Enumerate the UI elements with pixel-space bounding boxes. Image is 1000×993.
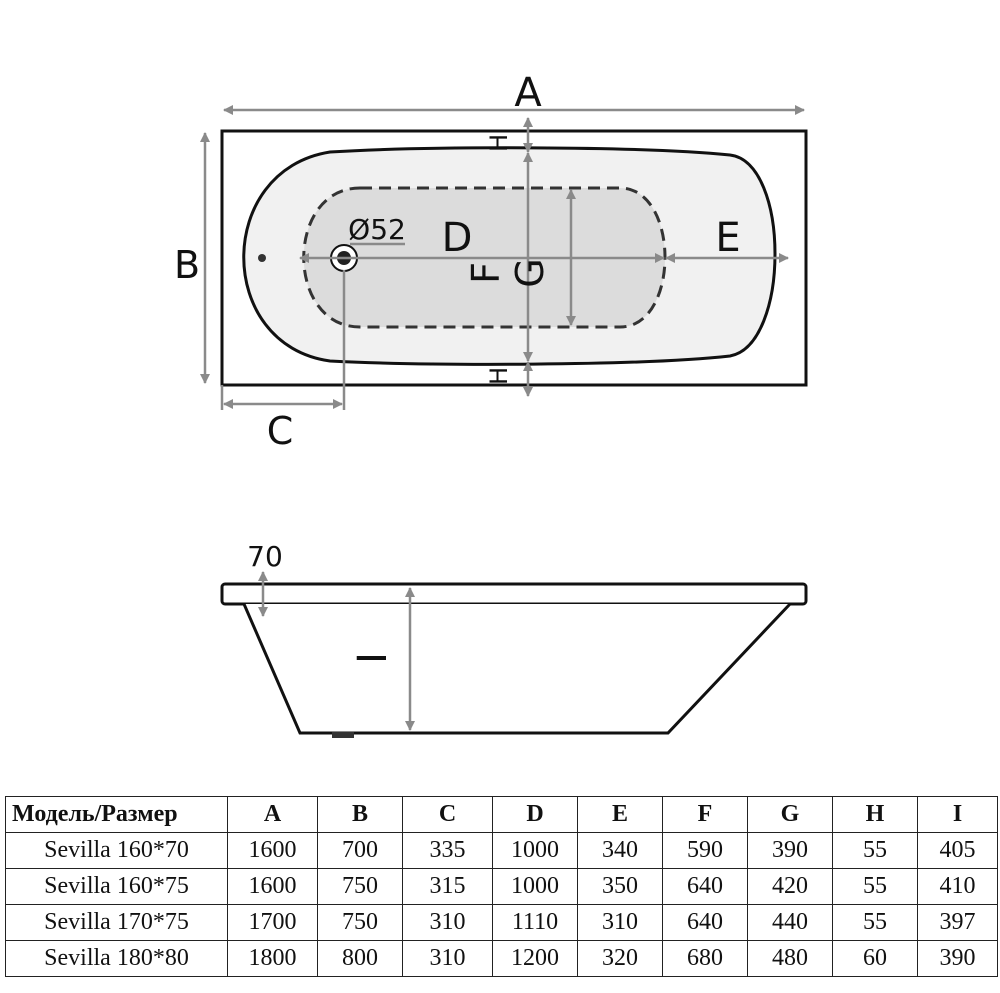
cell-g: 420	[747, 868, 833, 905]
cell-b: 700	[317, 832, 403, 869]
side-body-outline	[242, 602, 792, 735]
cell-b: 750	[317, 868, 403, 905]
cell-f: 680	[662, 940, 748, 977]
header-model: Модель/Размер	[5, 796, 228, 833]
cell-f: 590	[662, 832, 748, 869]
header-g: G	[747, 796, 833, 833]
header-b: B	[317, 796, 403, 833]
drain-diameter-label: Ø52	[348, 213, 406, 246]
cell-model: Sevilla 170*75	[5, 904, 228, 941]
cell-i: 405	[917, 832, 998, 869]
cell-g: 390	[747, 832, 833, 869]
header-h: H	[832, 796, 918, 833]
cell-a: 1600	[227, 868, 318, 905]
cell-h: 55	[832, 868, 918, 905]
label-g: G	[508, 258, 552, 287]
cell-b: 800	[317, 940, 403, 977]
label-d: D	[442, 215, 473, 261]
header-e: E	[577, 796, 663, 833]
cell-i: 410	[917, 868, 998, 905]
cell-model: Sevilla 160*70	[5, 832, 228, 869]
cell-c: 310	[402, 940, 493, 977]
table-row: Sevilla 180*80 1800 800 310 1200 320 680…	[5, 940, 998, 977]
cell-model: Sevilla 160*75	[5, 868, 228, 905]
cell-h: 55	[832, 904, 918, 941]
cell-d: 1000	[492, 832, 578, 869]
cell-model: Sevilla 180*80	[5, 940, 228, 977]
cell-i: 397	[917, 904, 998, 941]
cell-c: 335	[402, 832, 493, 869]
label-b: B	[174, 243, 200, 287]
cell-c: 315	[402, 868, 493, 905]
cell-a: 1800	[227, 940, 318, 977]
cell-d: 1110	[492, 904, 578, 941]
header-d: D	[492, 796, 578, 833]
table-row: Sevilla 160*70 1600 700 335 1000 340 590…	[5, 832, 998, 869]
cell-d: 1000	[492, 868, 578, 905]
cell-a: 1600	[227, 832, 318, 869]
cell-d: 1200	[492, 940, 578, 977]
dimensions-table: Модель/Размер A B C D E F G H I Sevilla …	[5, 796, 998, 977]
header-a: A	[227, 796, 318, 833]
table-row: Sevilla 170*75 1700 750 310 1110 310 640…	[5, 904, 998, 941]
cell-i: 390	[917, 940, 998, 977]
label-f: F	[464, 262, 508, 284]
header-f: F	[662, 796, 748, 833]
cell-e: 340	[577, 832, 663, 869]
cell-g: 440	[747, 904, 833, 941]
label-c: C	[267, 409, 294, 453]
cell-f: 640	[662, 868, 748, 905]
label-a: A	[514, 70, 542, 116]
header-c: C	[402, 796, 493, 833]
top-view: A B C D Ø52 E F G H H	[174, 70, 808, 453]
cell-h: 55	[832, 832, 918, 869]
cell-h: 60	[832, 940, 918, 977]
table-header-row: Модель/Размер A B C D E F G H I	[5, 796, 998, 833]
cell-e: 320	[577, 940, 663, 977]
drain-foot	[332, 732, 354, 738]
label-h-top: H	[485, 134, 513, 152]
cell-c: 310	[402, 904, 493, 941]
side-view: 70 I	[220, 540, 808, 738]
overflow-hole	[258, 254, 266, 262]
side-rim	[220, 582, 808, 606]
header-i: I	[917, 796, 998, 833]
bathtub-drawing: A B C D Ø52 E F G H H	[174, 70, 808, 738]
label-h-bottom: H	[485, 367, 513, 385]
label-i: I	[350, 652, 396, 664]
rim-thickness-label: 70	[247, 540, 283, 573]
cell-e: 350	[577, 868, 663, 905]
table-row: Sevilla 160*75 1600 750 315 1000 350 640…	[5, 868, 998, 905]
cell-e: 310	[577, 904, 663, 941]
cell-a: 1700	[227, 904, 318, 941]
cell-g: 480	[747, 940, 833, 977]
cell-f: 640	[662, 904, 748, 941]
cell-b: 750	[317, 904, 403, 941]
label-e: E	[715, 215, 740, 261]
